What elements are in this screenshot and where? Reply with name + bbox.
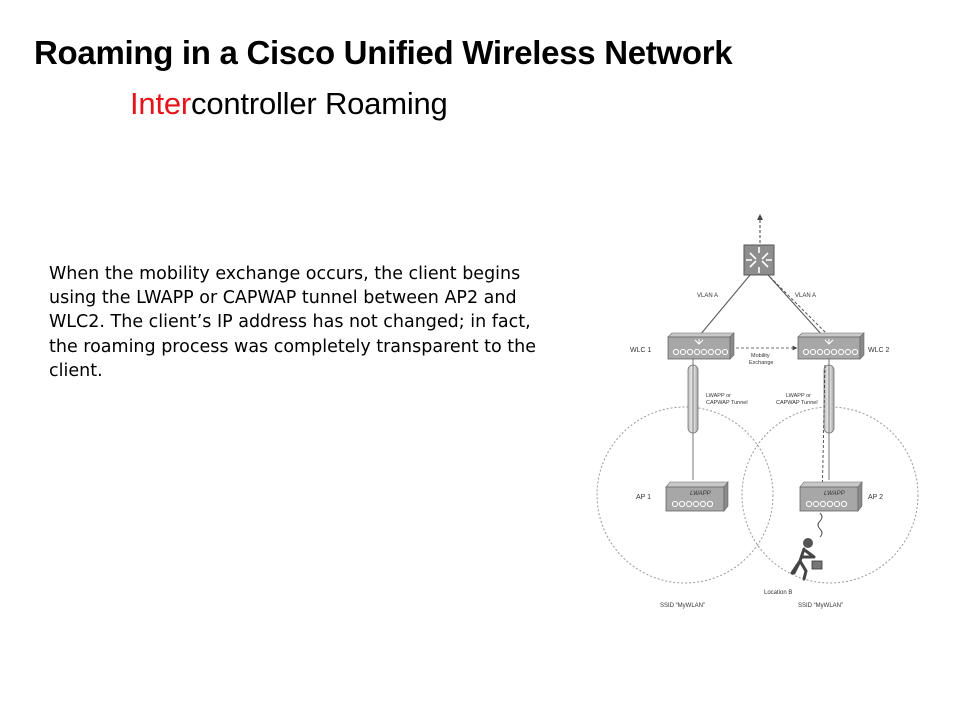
vlan-label-right: VLAN A	[795, 293, 816, 299]
ap2-coverage-circle	[741, 406, 919, 584]
wlc1-label: WLC 1	[630, 347, 652, 354]
tunnel-left-line2: CAPWAP Tunnel	[706, 400, 748, 406]
tunnel-right-line2: CAPWAP Tunnel	[776, 400, 818, 406]
ap2-badge: LWAPP	[824, 491, 845, 497]
ssid-label-right: SSID “MyWLAN”	[798, 603, 843, 609]
mobility-label-line2: Exchange	[749, 360, 773, 366]
mobility-label-line1: Mobility	[751, 353, 770, 359]
ap1-badge: LWAPP	[690, 491, 711, 497]
subtitle-accent: Inter	[130, 86, 192, 121]
ap2-access-point-icon: LWAPP	[799, 481, 863, 512]
ap2-label: AP 2	[868, 494, 883, 501]
subtitle-rest: controller Roaming	[191, 86, 448, 121]
wireless-link-icon	[817, 512, 823, 538]
ap1-access-point-icon: LWAPP	[665, 481, 729, 512]
body-line: client.	[49, 360, 103, 381]
wlc2-controller-icon	[797, 332, 865, 360]
intercontroller-roaming-diagram: VLAN A VLAN A WLC 1 WLC 2 Mobility Excha…	[596, 214, 919, 609]
ssid-label-left: SSID “MyWLAN”	[660, 603, 705, 609]
body-paragraph: When the mobility exchange occurs, the c…	[49, 262, 604, 383]
link-switch-wlc2	[767, 274, 823, 336]
location-label: Location B	[764, 590, 792, 596]
body-line: the roaming process was completely trans…	[49, 336, 537, 357]
body-line: using the LWAPP or CAPWAP tunnel between…	[49, 288, 517, 309]
tunnel-right-line1: LWAPP or	[786, 393, 811, 399]
person-icon	[790, 538, 823, 581]
wlc1-controller-icon	[667, 332, 735, 360]
ap1-coverage-circle	[596, 406, 774, 584]
vlan-label-left: VLAN A	[697, 293, 718, 299]
body-line: When the mobility exchange occurs, the c…	[49, 264, 521, 284]
slide-subtitle: Intercontroller Roaming	[130, 86, 448, 122]
tunnel-left-line1: LWAPP or	[706, 393, 731, 399]
client-path-upper	[769, 276, 829, 336]
slide-title: Roaming in a Cisco Unified Wireless Netw…	[34, 34, 733, 71]
wlc2-label: WLC 2	[868, 347, 890, 354]
ap1-label: AP 1	[636, 494, 651, 501]
link-switch-wlc1	[699, 274, 751, 336]
body-line: WLC2. The client’s IP address has not ch…	[49, 312, 531, 333]
switch-icon	[743, 244, 775, 276]
client-path-tunnel	[821, 364, 826, 508]
